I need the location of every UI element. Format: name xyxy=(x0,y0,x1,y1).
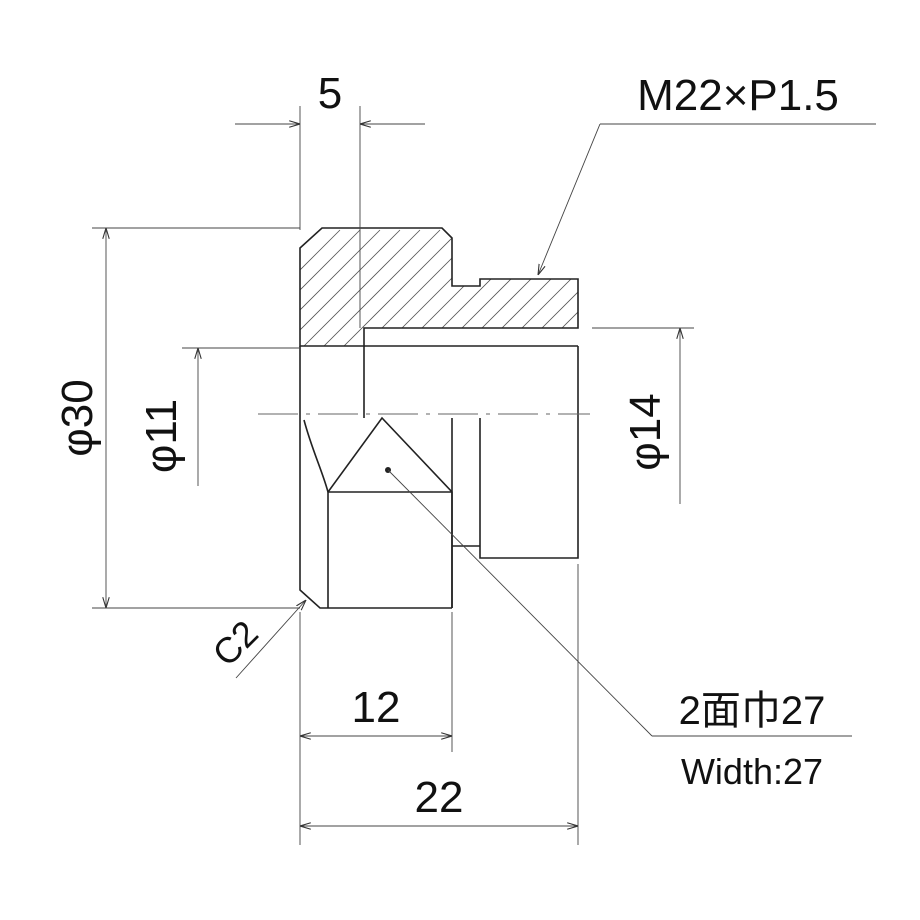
width-callout: 2面巾27 Width:27 xyxy=(385,467,852,792)
hatched-section xyxy=(299,227,579,347)
dimension-22: 22 xyxy=(300,564,579,845)
dimension-phi11: φ11 xyxy=(137,347,300,486)
dimension-12: 12 xyxy=(299,612,453,845)
thread-label: M22×P1.5 xyxy=(637,71,839,120)
dim-5-label: 5 xyxy=(318,69,342,118)
thread-leader: M22×P1.5 xyxy=(538,71,876,275)
dim-12-label: 12 xyxy=(352,683,401,732)
dimension-phi30: φ30 xyxy=(53,227,300,609)
chamfer-callout: C2 xyxy=(204,600,306,679)
dia30-label: φ30 xyxy=(53,379,102,456)
chamfer-label: C2 xyxy=(204,612,266,674)
dia11-label: φ11 xyxy=(137,399,186,473)
width-jp-label: 2面巾27 xyxy=(679,689,826,733)
dimension-phi14: φ14 xyxy=(592,327,694,504)
dia14-label: φ14 xyxy=(621,393,670,470)
dimension-5: 5 xyxy=(235,69,425,328)
width-en-label: Width:27 xyxy=(681,751,823,792)
part-outline xyxy=(299,345,579,609)
dim-22-label: 22 xyxy=(415,773,464,822)
